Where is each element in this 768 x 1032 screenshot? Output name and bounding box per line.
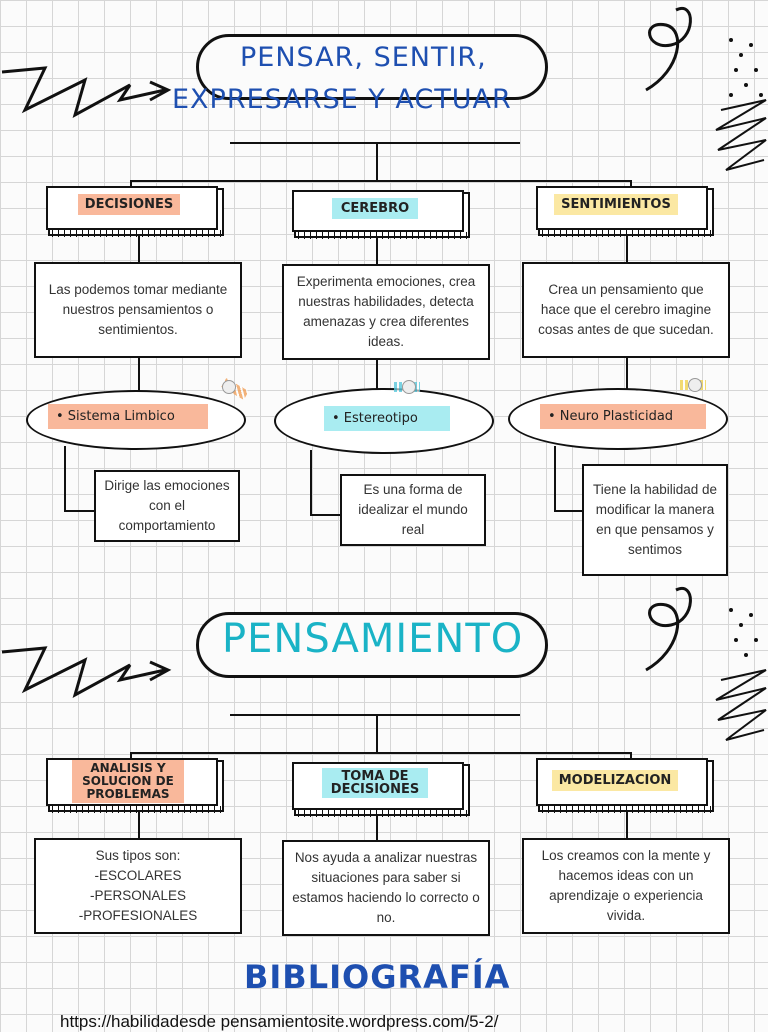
bibliography-link[interactable]: https://habilidadesde pensamientosite.wo… [60,1012,499,1031]
bibliography-title: BIBLIOGRAFÍA [244,958,511,996]
header-label: ANALISIS Y SOLUCION DE PROBLEMAS [72,760,184,803]
connector-line [626,236,628,262]
description-box: Crea un pensamiento que hace que el cere… [522,262,730,358]
zigzag-arrow-icon [1,646,172,699]
connector-line [230,142,520,144]
page-title-line1: PENSAR, SENTIR, [240,42,487,73]
title-oval [196,612,548,678]
connector-line [376,238,378,264]
connector-line [138,358,140,392]
connector-line [376,814,378,840]
connector-line [554,446,556,512]
detail-box: Dirige las emociones con el comportamien… [94,470,240,542]
connector-line [130,180,630,182]
header-label: MODELIZACION [552,770,678,791]
header-label: CEREBRO [332,198,418,219]
connector-line [138,236,140,262]
connector-line [64,510,96,512]
connector-line [130,180,132,190]
header-label: DECISIONES [78,194,180,215]
section-title: PENSAMIENTO [222,616,524,662]
description-box: Los creamos con la mente y hacemos ideas… [522,838,730,934]
connector-line [630,752,632,762]
connector-line [376,142,378,182]
connector-line [376,360,378,390]
connector-line [138,812,140,838]
description-line: -ESCOLARES [94,868,182,883]
spiral-doodle-icon [645,586,767,741]
detail-box: Es una forma de idealizar el mundo real [340,474,486,546]
connector-line [310,514,342,516]
connector-line [626,812,628,838]
connector-line [554,510,584,512]
description-line: -PERSONALES [89,888,187,903]
description-line: -PROFESIONALES [78,908,198,923]
bullet-label: • Estereotipo [324,406,450,431]
connector-line [64,446,66,512]
connector-line [626,358,628,390]
description-box: Sus tipos son: -ESCOLARES -PERSONALES -P… [34,838,242,934]
description-box: Experimenta emociones, crea nuestras hab… [282,264,490,360]
connector-line [230,714,520,716]
description-box: Las podemos tomar mediante nuestros pens… [34,262,242,358]
connector-line [630,180,632,190]
spiral-doodle-icon [645,6,767,171]
bullet-label: • Sistema Limbico [48,404,208,429]
pin-decoration [402,380,416,394]
page-title-line2: EXPRESARSE Y ACTUAR [172,84,512,115]
connector-line [376,714,378,754]
detail-box: Tiene la habilidad de modificar la maner… [582,464,728,576]
title-oval [196,34,548,100]
pin-decoration [688,378,702,392]
header-label: TOMA DE DECISIONES [322,768,428,798]
connector-line [310,450,312,516]
pin-decoration [222,380,236,394]
bullet-label: • Neuro Plasticidad [540,404,706,429]
description-box: Nos ayuda a analizar nuestras situacione… [282,840,490,936]
zigzag-arrow-icon [1,66,172,119]
description-line: Sus tipos son: [95,848,181,863]
header-label: SENTIMIENTOS [554,194,678,215]
connector-line [130,752,132,762]
connector-line [130,752,630,754]
